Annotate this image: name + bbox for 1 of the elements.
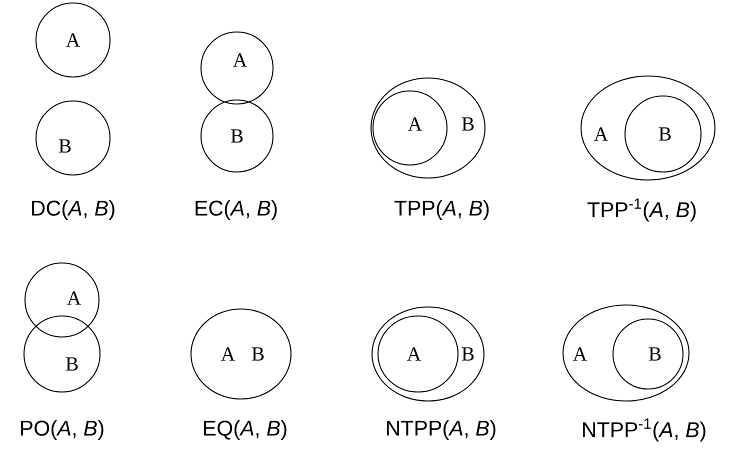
relation-label: DC(A, B) [32, 200, 114, 220]
